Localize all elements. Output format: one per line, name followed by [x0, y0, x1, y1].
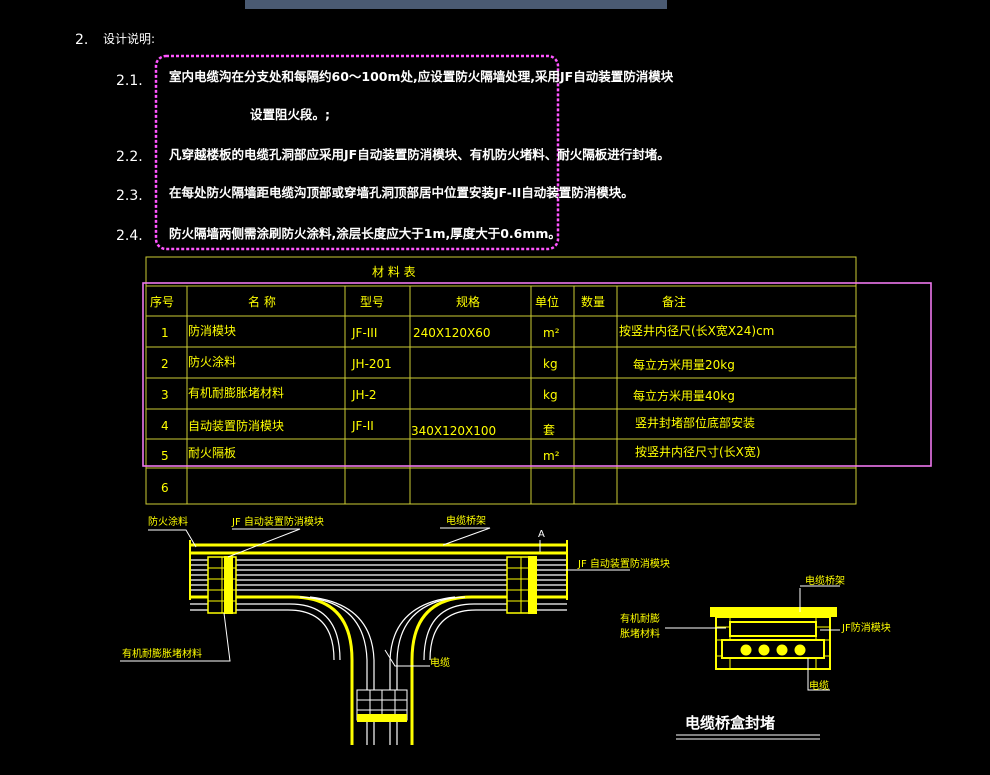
table-highlight-frame: [142, 282, 932, 467]
note-number: 2.2.: [116, 149, 143, 165]
table-header-cell: 单位: [535, 295, 560, 309]
table-cell: JF-III: [352, 326, 378, 340]
table-cell: 6: [161, 481, 169, 495]
table-cell: 240X120X60: [413, 326, 491, 340]
table-title: 材 料 表: [372, 265, 416, 279]
material-table-grid: [145, 256, 857, 505]
note-text-continued: 设置阻火段。;: [250, 107, 330, 122]
table-cell: 4: [161, 419, 169, 433]
label-cable-tray-top: 电缆桥架: [446, 516, 486, 527]
table-cell: kg: [543, 388, 558, 402]
table-header-cell: 型号: [360, 295, 385, 309]
table-cell: kg: [543, 357, 558, 371]
tray-junction-drawing: [120, 527, 630, 745]
table-header-cell: 规格: [456, 295, 481, 309]
label-section-jf-module: JF防消模块: [842, 623, 891, 634]
notes-heading-label: 设计说明:: [103, 32, 156, 46]
table-header-cell: 名 称: [248, 295, 276, 309]
note-number: 2.1.: [116, 73, 143, 89]
table-cell: 竖井封堵部位底部安装: [635, 416, 756, 430]
table-cell: m²: [543, 449, 560, 463]
label-jf-module-right: JF 自动装置防消模块: [578, 559, 670, 570]
table-cell: 防消模块: [188, 324, 237, 338]
table-cell: 防火涂料: [188, 355, 237, 369]
table-header-cell: 备注: [662, 295, 687, 309]
table-cell: 有机耐膨胀堵材料: [188, 386, 285, 400]
label-section-marker: A: [538, 529, 545, 540]
notes-highlight-frame: [154, 54, 560, 251]
table-cell: 按竖井内径尺寸(长X宽): [635, 445, 761, 459]
table-cell: 套: [543, 423, 556, 437]
table-header-cell: 数量: [581, 295, 606, 309]
table-cell: 3: [161, 388, 169, 402]
table-cell: 每立方米用量20kg: [633, 358, 735, 372]
table-cell: 1: [161, 326, 169, 340]
label-cable: 电缆: [430, 658, 450, 669]
label-section-cable: 电缆: [809, 681, 829, 692]
table-header-cell: 序号: [150, 295, 175, 309]
label-section-cable-tray: 电缆桥架: [805, 576, 845, 587]
table-cell: 自动装置防消模块: [188, 419, 285, 433]
note-text: 凡穿越楼板的电缆孔洞部应采用JF自动装置防消模块、有机防火堵料、耐火隔板进行封堵…: [169, 147, 670, 162]
label-fireproof-paint: 防火涂料: [148, 517, 188, 528]
table-cell: JH-201: [352, 357, 392, 371]
table-cell: 340X120X100: [411, 424, 497, 438]
note-text: 在每处防火隔墙距电缆沟顶部或穿墙孔洞顶部居中位置安装JF-II自动装置防消模块。: [169, 185, 634, 200]
table-cell: JH-2: [352, 388, 377, 402]
table-cell: 耐火隔板: [188, 446, 237, 460]
note-number: 2.4.: [116, 228, 143, 244]
table-cell: 每立方米用量40kg: [633, 389, 735, 403]
window-top-bar: [245, 0, 667, 9]
label-section-organic-2: 胀堵材料: [620, 629, 660, 640]
notes-heading-number: 2.: [75, 32, 89, 48]
section-title: 电缆桥盒封堵: [685, 714, 776, 732]
label-jf-module-top: JF 自动装置防消模块: [232, 517, 324, 528]
label-section-organic-1: 有机耐膨: [620, 614, 660, 625]
tray-box-section-drawing: [665, 585, 840, 740]
table-cell: JF-II: [352, 419, 374, 433]
table-cell: 5: [161, 449, 169, 463]
note-text: 室内电缆沟在分支处和每隔约60～100m处,应设置防火隔墙处理,采用JF自动装置…: [169, 69, 674, 84]
table-cell: m²: [543, 326, 560, 340]
label-organic-sealant: 有机耐膨胀堵材料: [122, 649, 202, 660]
note-number: 2.3.: [116, 188, 143, 204]
table-cell: 2: [161, 357, 169, 371]
table-cell: 按竖井内径尺(长X宽X24)cm: [619, 324, 775, 338]
note-text: 防火隔墙两侧需涂刷防火涂料,涂层长度应大于1m,厚度大于0.6mm。: [169, 226, 561, 241]
